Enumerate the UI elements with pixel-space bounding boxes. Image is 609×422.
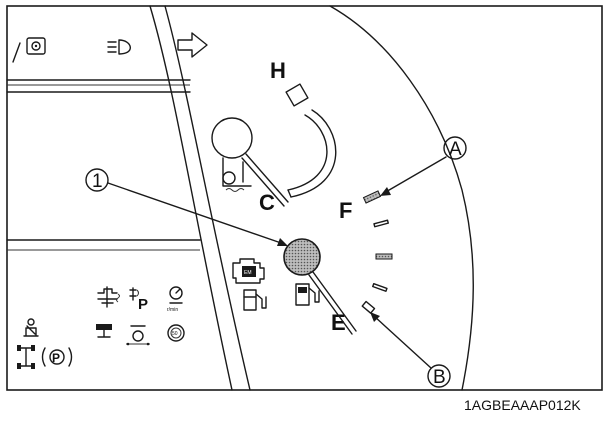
turn-signal-arrow-icon: [177, 32, 208, 58]
full-marker: [362, 190, 382, 204]
engine-speed-icon: r/min: [167, 286, 183, 313]
hot-zone-marker: [285, 83, 309, 107]
parking-brake-icon: P: [41, 347, 73, 367]
gauge-label-hot: H: [270, 58, 286, 83]
speed-limit-text: 50: [172, 331, 178, 337]
headlight-icon: [107, 39, 131, 55]
drawing-code: 1AGBEAAAP012K: [464, 397, 581, 413]
callout-a-label: A: [449, 139, 462, 160]
left-panel-lines: [6, 79, 201, 251]
seat-belt-icon: [23, 318, 39, 337]
parking-brake-warning-icon: P: [129, 287, 148, 313]
fuel-scale-tick: [372, 282, 388, 292]
temperature-gauge-arc: [287, 109, 337, 198]
empty-marker: [361, 300, 376, 314]
callout-1-label: 1: [92, 171, 103, 192]
transmission-warning-icon: [12, 37, 46, 63]
rpm-unit-text: r/min: [167, 307, 178, 313]
fuel-needle: [283, 238, 357, 335]
parking-circle-letter: P: [52, 351, 60, 365]
coolant-temperature-icon: [222, 157, 252, 192]
callout-b-label: B: [433, 367, 446, 388]
fuel-scale-tick: [373, 219, 389, 228]
callout-a: A: [380, 136, 467, 196]
fuel-pump-icon: [243, 289, 267, 311]
engine-warning-icon: EM: [232, 258, 265, 284]
gauge-label-cold: C: [259, 190, 275, 215]
callout-1: 1: [85, 168, 288, 246]
gauge-label-full: F: [339, 198, 352, 223]
engine-icon-text: EM: [244, 270, 252, 276]
fuel-pump-icon-dial: [295, 283, 320, 306]
callout-b: B: [370, 312, 451, 388]
differential-lock-icon: [17, 345, 35, 369]
gauge-label-empty: E: [331, 310, 346, 335]
auto-idle-icon: [126, 325, 150, 346]
speed-limit-icon: 50: [167, 324, 185, 342]
parking-letter: P: [138, 296, 148, 313]
work-light-icon: [96, 324, 112, 338]
preheat-glow-plug-icon: [97, 286, 120, 308]
fuel-scale-tick: [375, 253, 393, 260]
temperature-needle: [211, 117, 289, 207]
diagram-frame: [6, 5, 603, 391]
gauge-housing: [149, 5, 474, 391]
